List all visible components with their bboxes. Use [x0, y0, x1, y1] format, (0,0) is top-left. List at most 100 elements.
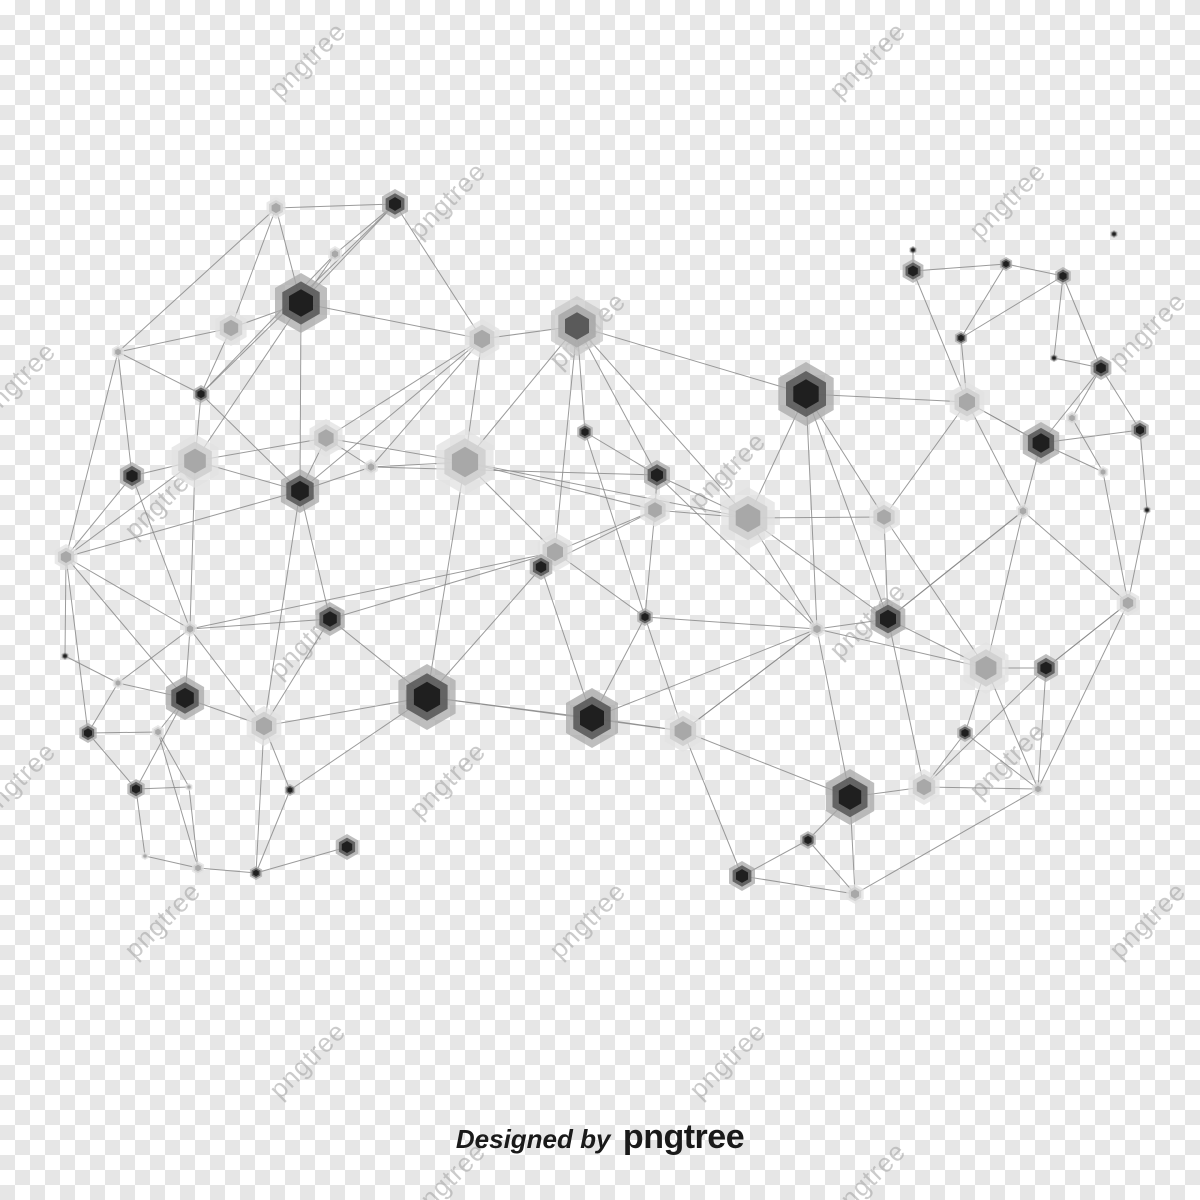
hexagon-node-layer [641, 612, 649, 622]
hexagon-node-layer [184, 448, 206, 474]
network-edge [591, 628, 818, 719]
network-edge [135, 788, 146, 857]
hexagon-node [577, 423, 593, 441]
hexagon-node [954, 331, 968, 345]
network-edge [1127, 509, 1148, 604]
hexagon-node [1022, 422, 1060, 464]
hexagon-node-layer [565, 312, 589, 340]
network-edge [370, 338, 483, 468]
network-edge [255, 846, 348, 874]
hexagon-node-layer [287, 787, 293, 793]
network-edge [464, 461, 749, 519]
hexagon-node-layer [1136, 425, 1144, 435]
network-edge [194, 302, 302, 462]
hexagon-node [825, 769, 875, 825]
network-edge [923, 667, 1047, 788]
hexagon-node-layer [975, 656, 997, 680]
network-edge [1037, 602, 1129, 790]
hexagon-node-layer [804, 835, 812, 845]
hexagon-node-layer [84, 728, 92, 738]
network-edge [682, 730, 743, 877]
hexagon-node-layer [341, 841, 353, 853]
hexagon-node [151, 725, 165, 739]
network-edge [189, 628, 265, 727]
hexagon-node-layer [1112, 232, 1116, 236]
network-edge [200, 253, 336, 395]
hexagon-node [464, 319, 500, 359]
network-edge [117, 207, 277, 353]
hexagon-node-layer [648, 502, 662, 518]
network-edge [135, 786, 190, 790]
network-edge [1100, 367, 1141, 431]
hexagon-node [999, 257, 1013, 271]
network-edge [1139, 429, 1148, 511]
hexagon-node [1055, 267, 1071, 285]
hexagon-node [644, 460, 670, 490]
network-edge [816, 628, 987, 669]
hexagon-node [193, 385, 209, 403]
hexagon-node [949, 382, 985, 422]
network-edge [883, 516, 987, 669]
hexagon-node-layer [1052, 356, 1056, 360]
network-edge [741, 875, 856, 895]
network-edge [805, 393, 818, 630]
hexagon-node-layer [793, 379, 819, 409]
network-edge [65, 460, 196, 558]
hexagon-node-layer [197, 389, 205, 399]
network-edge [1045, 602, 1129, 669]
hexagon-node [246, 706, 282, 746]
hexagon-node [275, 273, 327, 333]
hexagon-node-layer [155, 728, 161, 736]
network-edge [966, 401, 1024, 512]
hexagon-node [721, 487, 775, 549]
hexagon-node [846, 884, 864, 904]
hexagon-node [328, 246, 342, 262]
hexagon-node-layer [63, 654, 67, 658]
hexagon-node-layer [132, 784, 140, 794]
network-edge [805, 393, 889, 620]
hexagon-node-layer [1100, 469, 1106, 475]
network-edge [329, 551, 556, 620]
network-edge [682, 628, 818, 732]
network-edge [912, 270, 968, 403]
hexagon-node-layer [880, 609, 896, 629]
network-edge [1037, 667, 1047, 790]
hexagon-node [215, 310, 247, 346]
hexagon-node [1016, 503, 1030, 519]
network-edge [964, 732, 1039, 790]
hexagon-node-layer [547, 542, 563, 562]
network-edge [117, 628, 191, 684]
designed-by-label: Designed by [455, 1124, 611, 1154]
network-edge [816, 628, 851, 798]
hexagon-node-layer [958, 334, 964, 342]
hexagon-node [1110, 230, 1118, 238]
network-edge [644, 509, 656, 618]
network-edge [64, 556, 67, 657]
network-edges [64, 203, 1148, 895]
network-edge [188, 786, 199, 869]
network-edge [807, 839, 856, 895]
hexagon-node [664, 710, 702, 752]
hexagon-node [870, 599, 906, 639]
network-edge [960, 263, 1007, 339]
pngtree-brand-logo: pngtree [622, 1118, 745, 1156]
hexagon-node-layer [959, 392, 975, 412]
hexagon-node-layer [115, 680, 121, 686]
network-edge [255, 725, 265, 874]
network-edge [887, 618, 925, 788]
network-edge [189, 551, 556, 630]
network-edge [144, 855, 199, 869]
network-edge [554, 325, 578, 553]
hexagon-node-layer [1069, 414, 1075, 422]
hexagon-node-layer [1035, 785, 1041, 793]
hexagon-node-layer [318, 429, 334, 447]
hexagon-node [315, 602, 345, 636]
hexagon-node [191, 861, 205, 875]
hexagon-node-layer [253, 869, 259, 877]
network-edge [299, 338, 483, 492]
hexagon-node [1131, 420, 1149, 440]
hexagon-node-layer [195, 864, 201, 872]
hexagon-node [61, 652, 69, 660]
network-edge [299, 490, 331, 620]
